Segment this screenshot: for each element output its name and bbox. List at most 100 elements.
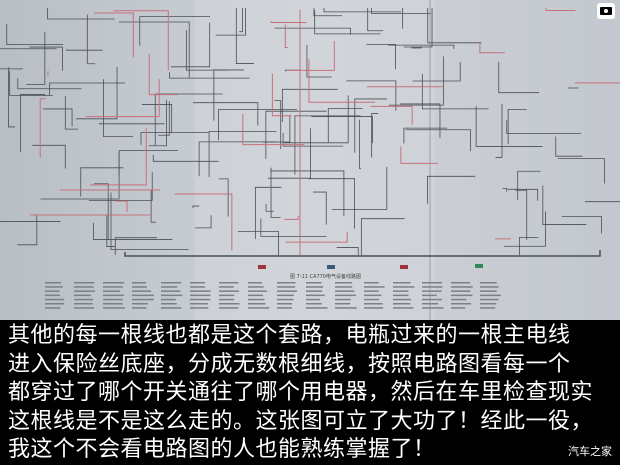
wire <box>93 12 134 58</box>
legend-entry-mark <box>393 303 411 305</box>
wire <box>217 109 298 141</box>
wire <box>475 105 543 147</box>
wire <box>140 132 209 145</box>
wire <box>94 183 109 240</box>
legend-entry-mark <box>248 307 270 309</box>
legend-entry-mark <box>480 298 499 301</box>
legend-entry-mark <box>219 286 234 288</box>
legend-entry-mark <box>161 298 176 301</box>
wire <box>47 8 115 20</box>
wire <box>354 98 387 153</box>
diagram-title: 图 7-11 CA770电气设备线路图 <box>290 273 361 280</box>
wire <box>169 72 250 79</box>
wire <box>26 31 46 85</box>
wire <box>506 120 582 134</box>
wire <box>388 44 455 49</box>
legend-entry-mark <box>45 294 60 297</box>
legend-entry-mark <box>451 303 472 305</box>
wire <box>88 172 153 201</box>
wire <box>371 113 378 158</box>
wire <box>561 216 602 234</box>
wire <box>113 10 169 71</box>
wire <box>575 82 620 84</box>
legend-entry-mark <box>248 286 264 288</box>
caption-line: 都穿过了哪个开关通往了哪个用电器，然后在车里检查现实 <box>8 380 594 405</box>
legend-entry-mark <box>335 290 355 292</box>
wire <box>64 96 79 130</box>
legend-entry-mark <box>306 286 324 288</box>
legend-entry-mark <box>132 298 154 301</box>
wire <box>239 8 243 33</box>
legend-entry-mark <box>277 286 296 288</box>
legend-entry-mark <box>393 307 414 309</box>
wire <box>0 48 57 50</box>
legend-entry-mark <box>190 290 211 292</box>
caption-line: 其他的每一根线也都是这个套路，电瓶过来的一根主电线 <box>8 323 571 348</box>
wire <box>308 178 355 229</box>
legend-entry-mark <box>335 298 351 301</box>
legend-entry-mark <box>422 307 444 309</box>
wire <box>515 189 528 240</box>
legend-entry-mark <box>364 298 379 301</box>
legend-entry-mark <box>190 294 211 297</box>
legend-entry-mark <box>393 298 412 301</box>
wire <box>323 8 402 13</box>
wire <box>103 79 134 138</box>
wire <box>47 71 49 76</box>
wiring-diagram-photo: 图 7-11 CA770电气设备线路图 <box>0 0 620 320</box>
legend-entry-mark <box>364 303 383 305</box>
legend-entry-mark <box>74 282 95 284</box>
wire <box>366 44 396 70</box>
legend-entry-mark <box>277 307 292 309</box>
legend-entry-mark <box>306 290 323 292</box>
legend-entry-mark <box>306 307 328 309</box>
wire <box>141 104 173 133</box>
wire <box>139 16 211 46</box>
legend-entry-mark <box>74 307 95 309</box>
legend-entry-mark <box>451 282 471 284</box>
wire <box>311 116 373 144</box>
wire <box>8 67 16 128</box>
wire <box>479 42 505 54</box>
wire <box>412 61 461 82</box>
wire <box>371 8 431 14</box>
wire <box>405 129 472 152</box>
wire <box>498 61 540 94</box>
wire <box>208 131 277 177</box>
wire <box>170 22 211 68</box>
legend-entry-mark <box>248 290 267 292</box>
wire <box>517 170 541 201</box>
red-wires <box>30 8 620 255</box>
wire <box>115 200 128 212</box>
wire <box>90 128 147 186</box>
wire <box>503 211 546 247</box>
legend-entry-mark <box>45 303 65 305</box>
legend-entry-mark <box>45 307 61 309</box>
legend-entry-mark <box>422 282 443 284</box>
wire <box>17 78 82 90</box>
legend-entry-mark <box>422 303 439 305</box>
wire <box>289 40 335 71</box>
wire <box>314 10 381 35</box>
legend-entry-mark <box>161 286 178 288</box>
legend-entry-mark <box>364 294 382 297</box>
wire <box>555 136 583 157</box>
legend-entry-mark <box>451 307 466 309</box>
wire <box>154 93 223 146</box>
wire <box>507 109 527 145</box>
legend-entry-mark <box>132 286 147 288</box>
legend-entry-mark <box>161 294 183 297</box>
wire <box>502 187 508 192</box>
legend-entry-mark <box>190 303 208 305</box>
wire <box>346 80 397 111</box>
legend-entry-mark <box>74 290 95 292</box>
wire <box>427 8 482 44</box>
wire <box>86 79 160 118</box>
wire <box>158 101 170 136</box>
legend-entry-mark <box>480 286 499 288</box>
wire <box>152 154 219 162</box>
legend-entry-mark <box>161 282 182 284</box>
legend-entry-mark <box>277 303 292 305</box>
wire <box>336 247 359 255</box>
legend-entry-mark <box>103 282 125 284</box>
